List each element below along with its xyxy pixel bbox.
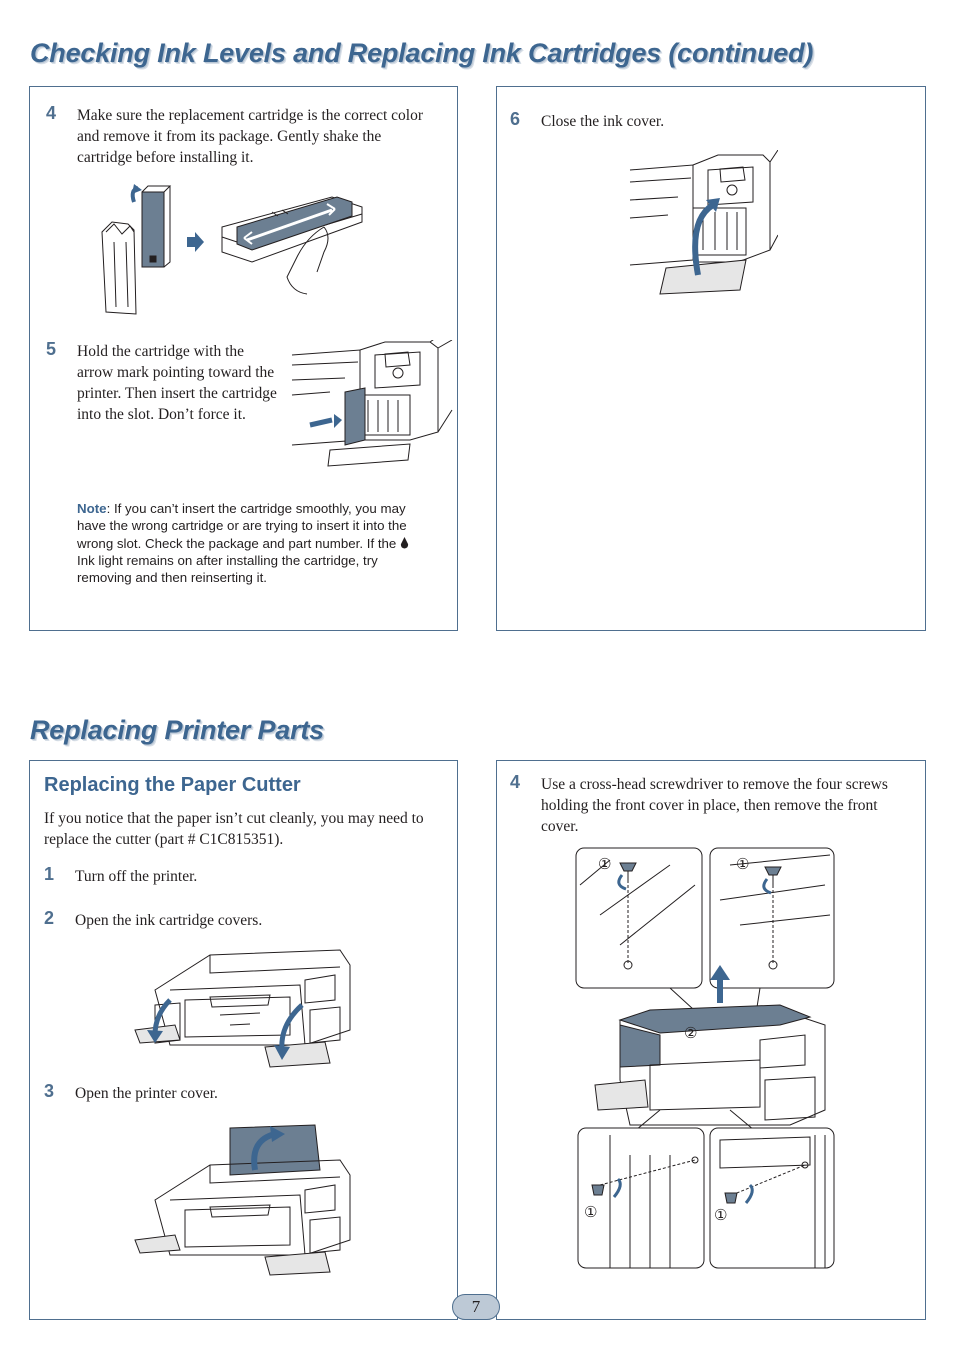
open-ink-covers-illustration [134,949,351,1068]
note-label: Note [77,501,107,516]
insert-cartridge-illustration [291,340,453,467]
step-1-text: Turn off the printer. [75,868,198,885]
step-4b-text: Use a cross-head screwdriver to remove t… [541,776,888,835]
step-4-text: Make sure the replacement cartridge is t… [77,107,423,166]
note-text-before: : If you can’t insert the cartridge smoo… [77,501,407,551]
step-1-number: 1 [44,864,55,884]
callout-1-topright: ① [736,855,749,873]
subsection-title: Replacing the Paper Cutter [44,774,301,796]
note-block: Note: If you can’t insert the cartridge … [77,500,419,586]
step-2-text: Open the ink cartridge covers. [75,912,263,929]
close-ink-cover-illustration [629,150,778,295]
paper-cutter-panel [29,760,458,1320]
cartridge-unpack-illustration [101,184,363,315]
step-6-text: Close the ink cover. [541,113,665,130]
step-6-panel [496,86,926,631]
steps-4-5-panel [29,86,458,631]
page-number-badge: 7 [452,1294,500,1320]
section-title-parts: Replacing Printer Parts [30,715,324,745]
step-3-number: 3 [44,1081,55,1101]
step-2-number: 2 [44,908,55,928]
intro-text: If you notice that the paper isn’t cut c… [44,810,424,848]
step-4-screws-panel [496,760,926,1320]
section-title-ink: Checking Ink Levels and Replacing Ink Ca… [30,38,814,68]
step-3-text: Open the printer cover. [75,1085,218,1102]
step-5-text: Hold the cartridge with the arrow mark p… [77,343,277,423]
callout-2: ② [684,1024,697,1042]
callout-1-bottomright: ① [714,1206,727,1224]
step-5-number: 5 [46,339,57,359]
callout-1-bottomleft: ① [584,1203,597,1221]
ink-drop-icon [400,536,409,549]
step-4b-number: 4 [510,772,521,792]
note-text-after: Ink light remains on after installing th… [77,552,378,586]
callout-1-topleft: ① [598,855,611,873]
step-6-number: 6 [510,109,521,129]
open-printer-cover-illustration [134,1124,351,1276]
step-4-number: 4 [46,103,57,123]
remove-front-cover-illustration: ① ① ② ① ① [575,847,835,1269]
